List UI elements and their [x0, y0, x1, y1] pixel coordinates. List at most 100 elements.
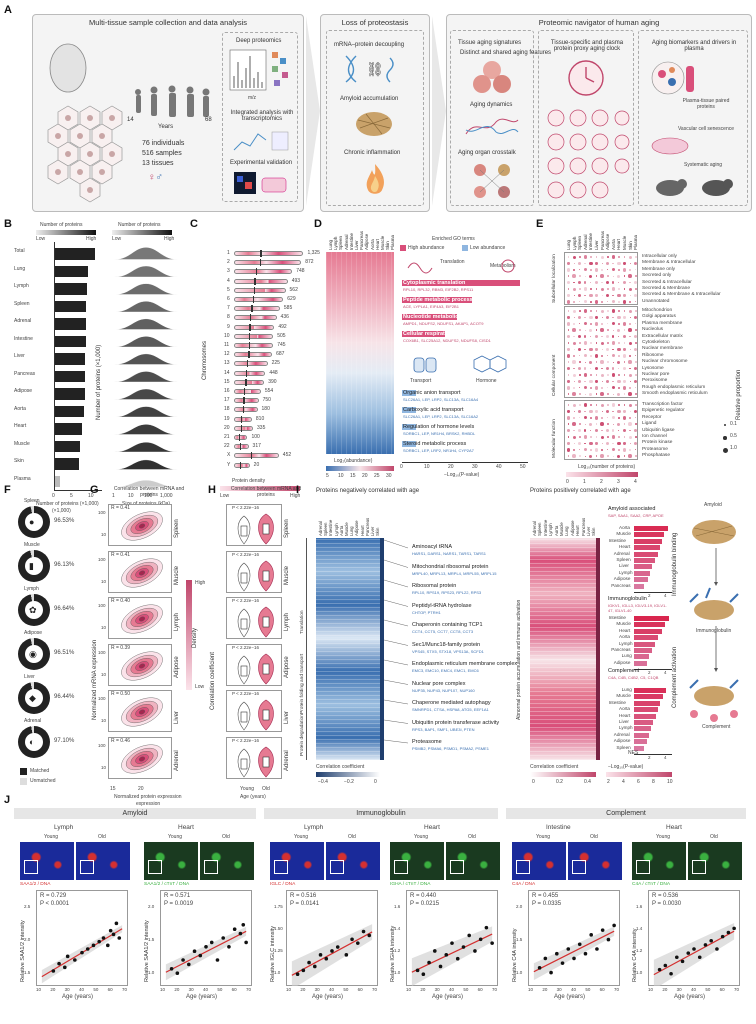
- e-dot: [578, 404, 581, 406]
- e-dot: [607, 355, 609, 357]
- c-centromere: [244, 388, 246, 395]
- e-dot: [595, 429, 598, 433]
- j-micrograph: [390, 842, 444, 880]
- e-dot: [611, 300, 615, 304]
- e-dot: [589, 293, 593, 298]
- g-contour: [138, 523, 146, 529]
- i-nes-tick: 4: [664, 755, 667, 760]
- e-dot: [612, 335, 615, 338]
- e-dot: [566, 268, 571, 272]
- i-nes-bar: [634, 538, 662, 544]
- c-chrom-label: 6: [227, 296, 230, 302]
- h-box-young: [240, 711, 248, 723]
- d-legend-high: High abundance: [408, 245, 445, 251]
- i-neg-genes: MRPL40, MRPL13, MRPL4, MRPL55, MRPL15: [412, 570, 497, 576]
- e-dot: [578, 329, 581, 332]
- e-dot: [605, 334, 610, 339]
- e-dot: [572, 309, 576, 313]
- e-dot: [600, 274, 604, 278]
- e-dot: [628, 386, 632, 389]
- clock-icon: [568, 60, 604, 96]
- i-nes-tissue: Muscle: [616, 693, 631, 699]
- e-tissue-label: Liver: [594, 240, 599, 250]
- e-dot: [578, 393, 581, 396]
- i-nes-bar: [634, 564, 653, 570]
- proteostasis-subbox: [326, 30, 424, 206]
- e-dot: [589, 255, 593, 259]
- i-neg-connector: [384, 699, 409, 705]
- j-xtick: 50: [463, 987, 469, 992]
- e-row-label: Membrane only: [642, 266, 676, 272]
- j-stain-label: IGHA / cTnT / DNA: [390, 882, 431, 887]
- e-dot: [583, 373, 588, 377]
- h-group-young: Young: [240, 786, 254, 792]
- j-xtick: 70: [246, 987, 252, 992]
- e-dot: [612, 429, 615, 432]
- j-scatter-plot: [165, 923, 248, 981]
- d-icon-transport: Transport: [410, 378, 432, 384]
- c-centromere: [256, 268, 258, 276]
- e-dot: [578, 293, 582, 297]
- e-dot: [594, 322, 599, 326]
- d-tissue-label: Spleen: [338, 235, 344, 250]
- c-chrom-ideogram: [234, 269, 293, 275]
- c-centromere: [259, 259, 261, 267]
- e-dot: [623, 436, 626, 438]
- panel-g-letter: G: [90, 484, 99, 496]
- e-dot: [606, 455, 609, 458]
- i-nes-bar: [634, 622, 666, 628]
- e-dot: [578, 261, 582, 265]
- j-xtick: 60: [231, 987, 237, 992]
- c-chrom-ideogram: [234, 343, 274, 348]
- e-dot: [611, 287, 616, 291]
- e-dot: [567, 275, 570, 278]
- i-neg-genes: CHTOP, PTRH1: [412, 609, 441, 615]
- e-dot: [617, 392, 621, 396]
- e-dot: [595, 335, 598, 339]
- e-row-label: Smooth endoplasmic reticulum: [642, 391, 708, 397]
- i-title-neg: Proteins negatively correlated with age: [316, 488, 420, 494]
- i-nes-bar: [634, 688, 666, 693]
- e-dot: [606, 329, 609, 332]
- b-xtick-1: 5: [70, 493, 73, 499]
- j-zoom-box: [572, 860, 586, 874]
- e-dot: [567, 316, 570, 319]
- e-dot: [573, 262, 575, 264]
- e-size-legend-dot: [724, 424, 726, 426]
- j-data-point: [318, 953, 323, 957]
- c-chrom-label: 17: [224, 397, 230, 404]
- e-row-label: Nuclear pore: [642, 372, 670, 377]
- j-xtick: 10: [36, 987, 42, 992]
- j-data-point: [330, 949, 334, 953]
- e-dot: [595, 342, 598, 344]
- d-go-bar-high: [402, 280, 520, 286]
- i-neg-connector: [384, 619, 409, 627]
- e-dot: [600, 373, 604, 377]
- j-xtick: 50: [585, 987, 591, 992]
- j-zoom-box: [80, 860, 94, 874]
- b-bar: [55, 388, 85, 400]
- e-dot: [611, 341, 616, 345]
- d-go-term-low: Regulation of hormone levels: [403, 423, 475, 430]
- e-dot: [629, 410, 631, 412]
- c-chrom-ideogram: [234, 370, 266, 376]
- j-stain-label: SAA1/2 / cTnT / DNA: [144, 882, 190, 887]
- e-dot: [601, 294, 603, 296]
- j-xtick: 40: [203, 987, 209, 992]
- j-data-point: [57, 961, 61, 966]
- j-data-point: [589, 933, 593, 937]
- e-dot: [623, 310, 626, 312]
- d-icon-hormone: Hormone: [476, 378, 497, 384]
- e-dot: [589, 309, 593, 313]
- nav-col3: [638, 30, 748, 206]
- i-nes-bar: [634, 641, 655, 647]
- j-data-point: [566, 947, 571, 951]
- e-dot: [611, 435, 616, 439]
- e-dot: [628, 341, 632, 345]
- d-go-genes-low: SLC26A1, LEP, LRP2, SLC13A, SLC16A4: [403, 397, 479, 402]
- j-xtick: 40: [79, 987, 85, 992]
- g-ytick: 10: [101, 764, 107, 770]
- e-dot: [584, 348, 587, 351]
- i-pval-tick: 4: [622, 779, 625, 785]
- e-dot: [589, 409, 593, 414]
